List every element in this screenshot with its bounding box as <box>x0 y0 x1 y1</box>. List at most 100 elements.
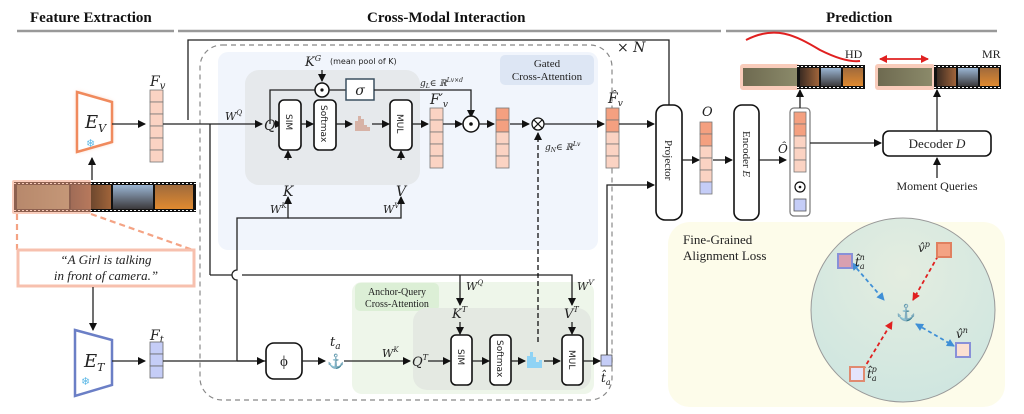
token-cell <box>605 143 620 157</box>
anchor-wv-label: WV′ <box>577 279 595 293</box>
fv-prime-label: F′v <box>429 92 448 110</box>
v-n-label: v̂n <box>956 326 968 341</box>
token-cell <box>605 119 620 133</box>
v-p-label: v̂p <box>918 240 930 255</box>
token-cell <box>605 131 620 145</box>
gn-label: gN∈ ℝLv <box>545 141 581 154</box>
section-header-prediction: Prediction <box>726 10 997 33</box>
token-cell <box>605 155 620 169</box>
token-cell <box>605 107 620 121</box>
section-title: Feature Extraction <box>30 10 152 26</box>
token-cell <box>699 121 713 135</box>
gated-title-line2: Cross-Attention <box>512 71 583 83</box>
token-cell <box>699 145 713 159</box>
mul-label: MUL <box>394 114 404 133</box>
o-hat-stack <box>793 111 807 173</box>
token-cell <box>429 131 444 145</box>
ta-label: ta <box>330 335 341 352</box>
token-cell <box>429 155 444 169</box>
loss-title-line1: Fine-Grained <box>683 232 753 247</box>
token-cell <box>495 155 510 169</box>
sigma-label: σ <box>355 83 365 99</box>
q-label: Q <box>264 118 276 134</box>
ta-hat-token <box>600 354 613 367</box>
v-n-repel-arrow <box>915 323 955 347</box>
token-cell <box>429 119 444 133</box>
kt-label: KT <box>451 305 468 322</box>
token-cell <box>793 159 807 173</box>
encoder-label: Encoder E <box>740 131 752 177</box>
attention-weights-icon <box>355 116 370 131</box>
repeat-label: × N <box>617 40 646 56</box>
token-cell <box>149 137 164 151</box>
anchor-title-line1: Anchor-Query <box>368 287 426 298</box>
wk-label: WK <box>270 202 287 216</box>
phi-label: ϕ <box>280 354 288 370</box>
dot-center <box>798 185 802 189</box>
token-cell <box>495 131 510 145</box>
wq-label: WQ <box>225 109 242 123</box>
frozen-snowflake-icon: ❄ <box>86 138 95 150</box>
anchor-center-icon: ⚓ <box>896 303 916 322</box>
ta-n-token <box>837 253 853 269</box>
fv-bypass-line <box>187 39 673 151</box>
anchor-mul-block <box>561 334 584 386</box>
projector-block <box>655 104 683 221</box>
o-stack <box>699 121 713 195</box>
gl-line <box>374 89 475 118</box>
fv-hat-label: F̂v <box>607 89 623 109</box>
mr-label: MR <box>982 47 1001 61</box>
query-text-line2: in front of camera.” <box>54 268 158 283</box>
token-cell <box>793 147 807 161</box>
anchor-softmax-label: Softmax <box>494 340 504 378</box>
token-cell <box>149 89 164 103</box>
ta-p-attract-arrow <box>862 321 893 371</box>
token-cell <box>699 181 713 195</box>
repeat-block-border <box>199 44 613 401</box>
encoder-block <box>733 104 760 221</box>
fv-label: Fv <box>149 74 166 92</box>
anchor-icon: ⚓ <box>327 353 344 370</box>
gated-output-stack <box>495 107 510 169</box>
ta-hat-to-projector <box>606 181 655 355</box>
anchor-attention-weights-icon <box>527 352 542 368</box>
softmax-block <box>313 99 337 151</box>
kg-note: (mean pool of K) <box>330 57 397 66</box>
token-cell <box>429 143 444 157</box>
decoder-label: Decoder D <box>909 136 966 151</box>
token-cell <box>495 107 510 121</box>
anchor-mul-label: MUL <box>566 350 576 369</box>
hd-filmstrip <box>740 64 865 90</box>
query-link-dash <box>90 212 194 252</box>
hd-saliency-curve <box>745 31 861 63</box>
o-hat-label: Ô <box>778 140 788 156</box>
section-title: Prediction <box>826 10 893 26</box>
v-n-token <box>955 342 971 358</box>
token-cell <box>149 125 164 139</box>
video-encoder-label: EV <box>84 112 107 135</box>
ft-label: Ft <box>149 328 165 346</box>
hd-label: HD <box>845 47 863 61</box>
token-cell <box>495 143 510 157</box>
token-cell <box>699 133 713 147</box>
token-cell <box>149 149 164 163</box>
ta-p-token <box>849 366 865 382</box>
input-video-filmstrip <box>12 180 196 214</box>
query-text-box: “A Girl is talking in front of camera.” <box>16 248 196 288</box>
anchor-softmax-block <box>489 334 512 386</box>
ta-n-label: t̂an <box>855 252 865 271</box>
anchor-wq-label: WQ <box>466 279 483 293</box>
k-label: K <box>282 184 295 200</box>
token-cell <box>149 113 164 127</box>
q-to-gate-line <box>269 89 315 124</box>
kg-label: KG <box>304 54 322 70</box>
token-cell <box>495 119 510 133</box>
ft-to-k-line <box>231 196 292 361</box>
fv-prime-stack <box>429 107 444 169</box>
v-label: V <box>396 184 408 200</box>
anchor-title-line2: Cross-Attention <box>365 299 429 310</box>
v-p-attract-arrow <box>912 255 939 301</box>
highlighted-moment <box>12 180 91 214</box>
v-p-token <box>936 242 952 258</box>
token-cell <box>793 135 807 149</box>
